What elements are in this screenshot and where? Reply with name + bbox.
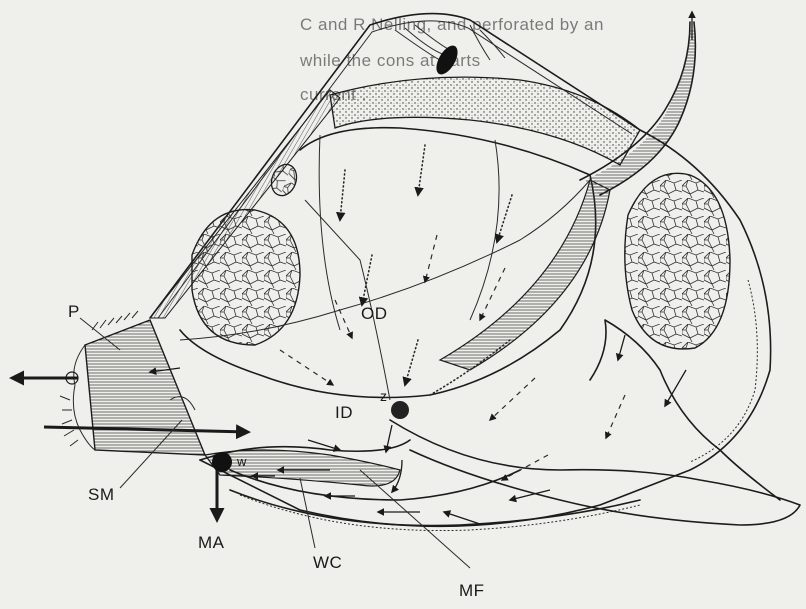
label-od: OD <box>361 304 388 323</box>
label-w: w <box>236 454 247 469</box>
w-mass <box>212 452 232 472</box>
stippled-band <box>330 77 640 165</box>
label-sm: SM <box>88 485 115 504</box>
header-line-1: C and R Nelling, and perforated by an <box>300 15 604 34</box>
label-mf: MF <box>459 581 485 600</box>
posterior-adductor-muscle <box>625 173 730 349</box>
labial-palp <box>205 450 400 486</box>
gill-striped-band <box>440 180 610 370</box>
label-wc: WC <box>313 553 342 572</box>
z-mass <box>391 401 409 419</box>
label-z: z <box>380 388 388 404</box>
dotted-flow-arrows <box>340 145 512 395</box>
label-p: P <box>68 302 80 321</box>
label-ma: MA <box>198 533 225 552</box>
label-id: ID <box>335 403 353 422</box>
